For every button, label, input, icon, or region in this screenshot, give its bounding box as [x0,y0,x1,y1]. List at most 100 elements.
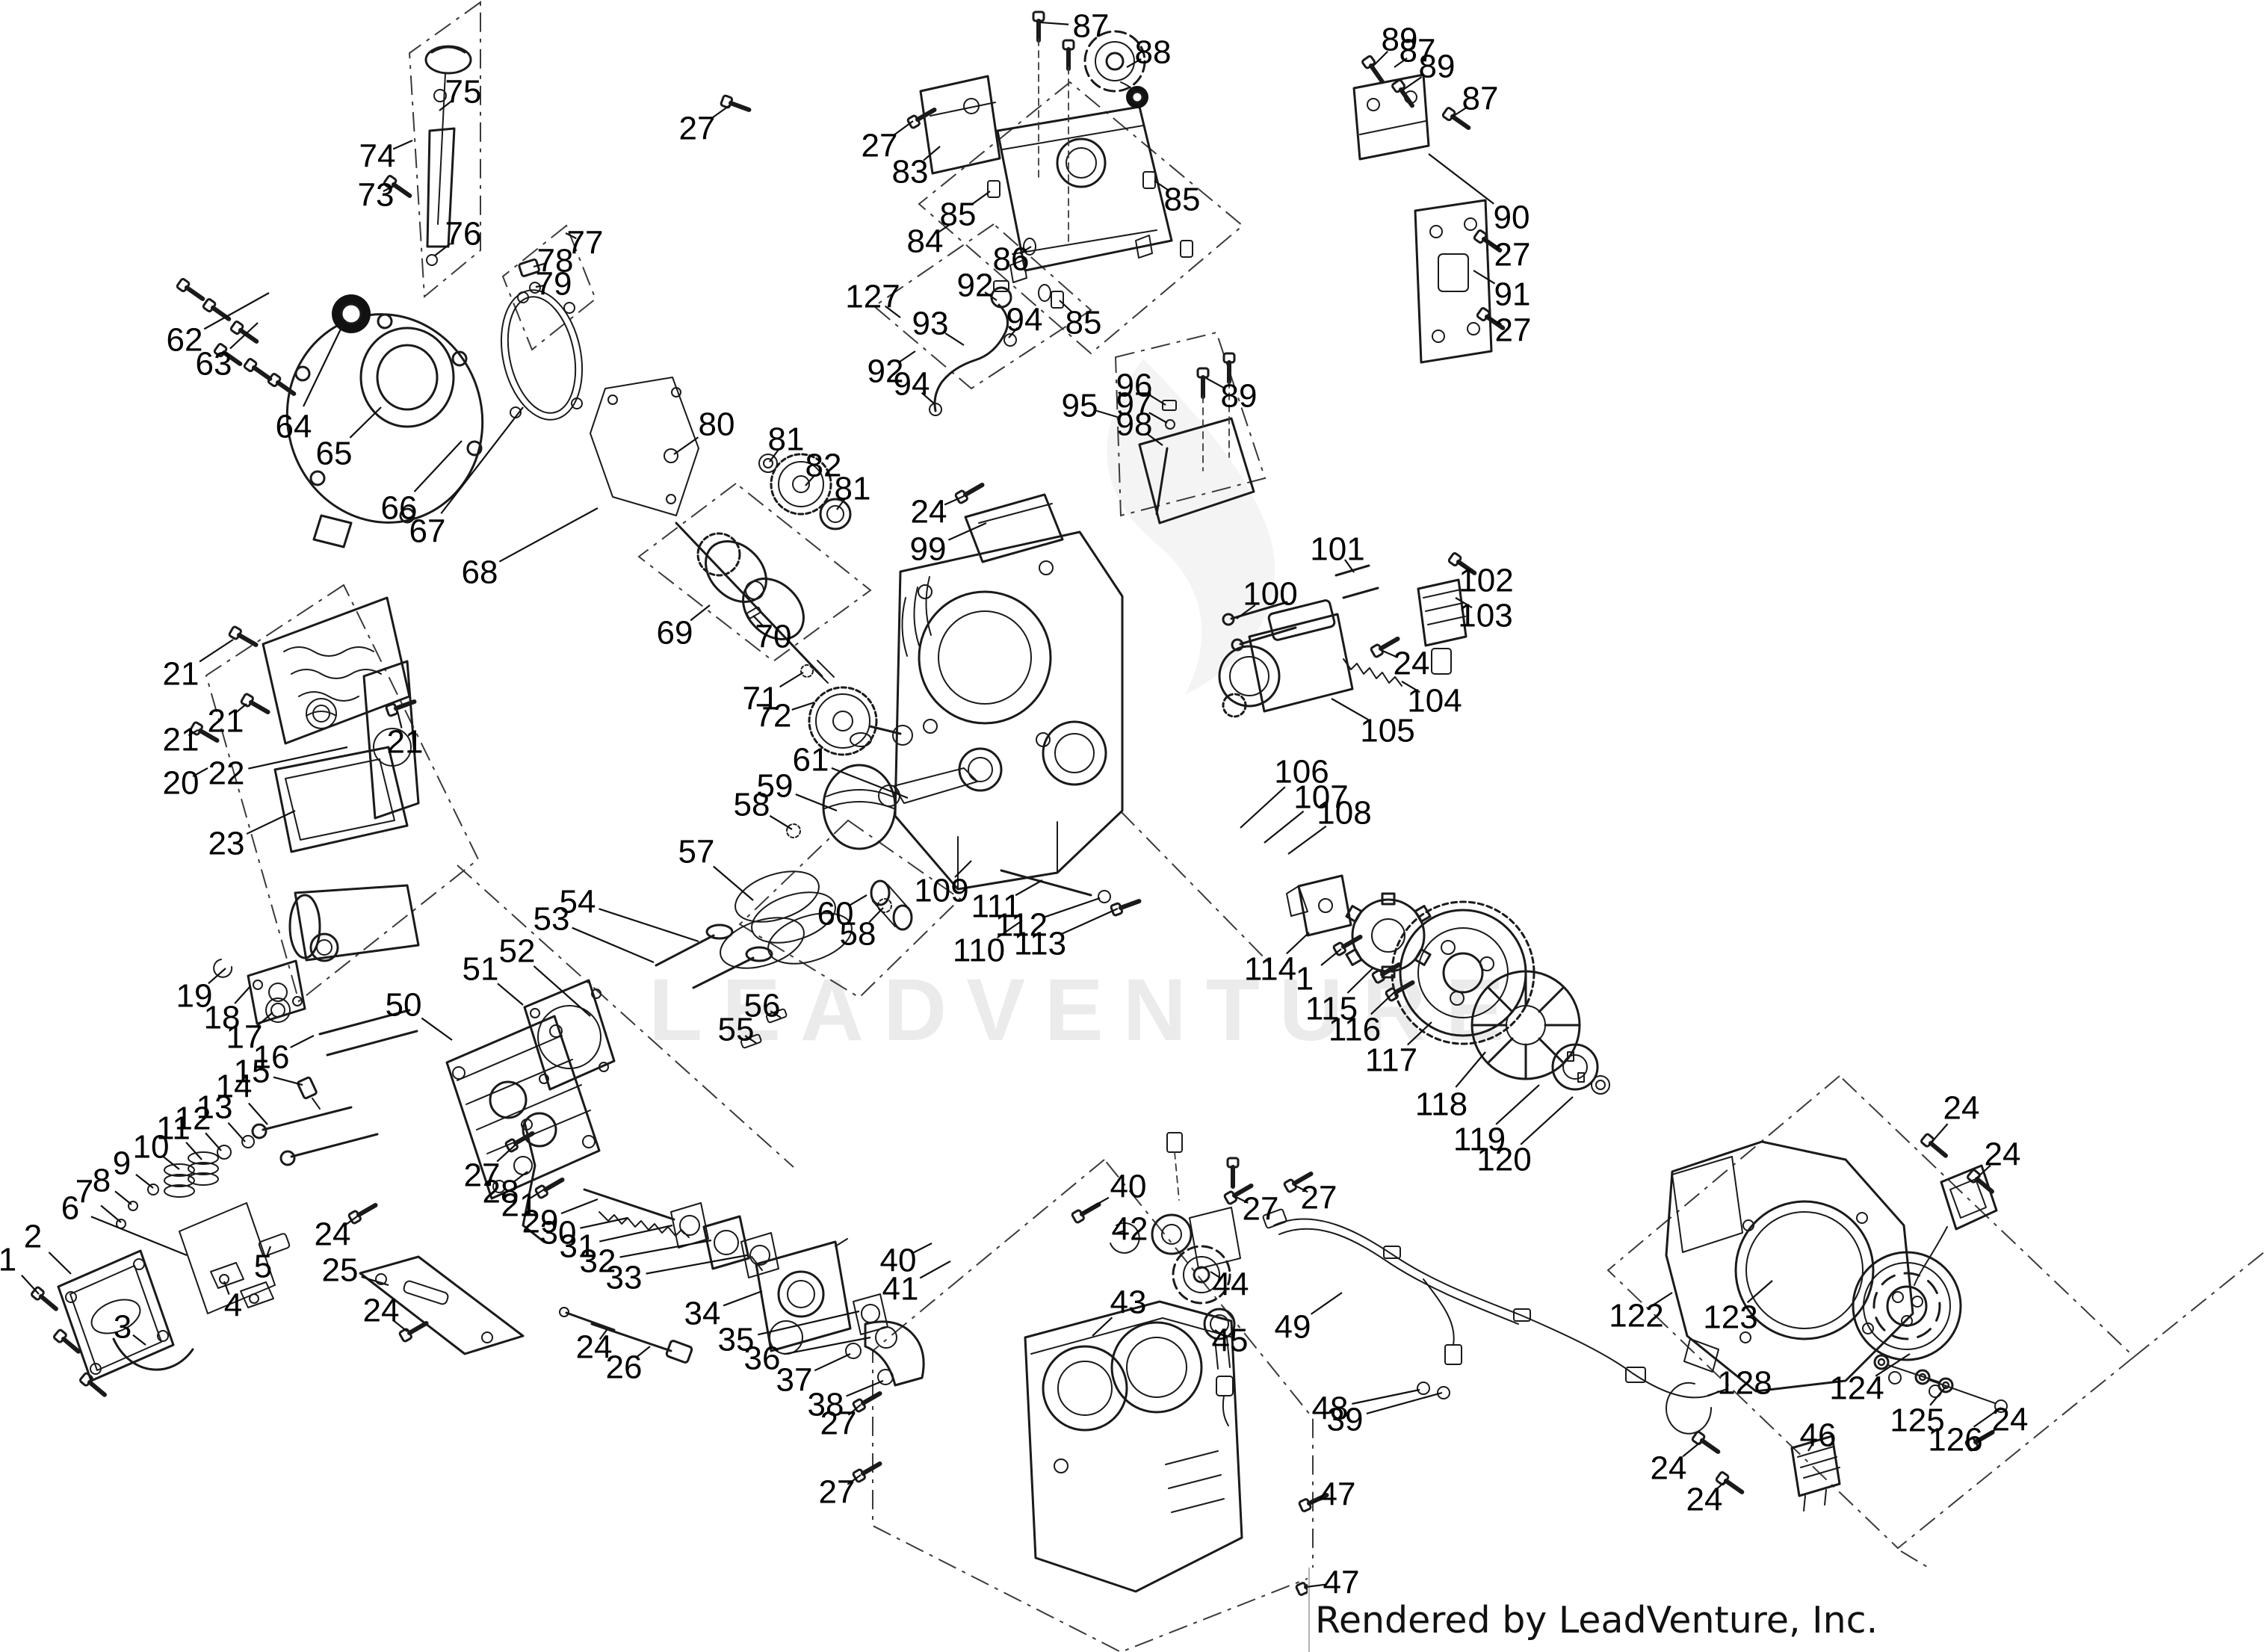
callout-5: 5 [254,1249,272,1285]
callout-128: 128 [1717,1365,1772,1402]
leader-line-111 [1015,879,1043,897]
ignition-coil-sketch [1286,874,1363,956]
callout-24: 24 [363,1293,400,1329]
callout-35: 35 [718,1322,755,1358]
leader-line-27 [496,1144,516,1163]
leader-line-120 [1520,1096,1574,1145]
leader-line-21 [530,1189,545,1199]
callout-47: 47 [1323,1565,1360,1601]
control-plate-sketch [348,1201,525,1355]
callout-98: 98 [1116,406,1153,443]
leader-line-44 [1210,1271,1222,1280]
recoil-starter-sketch [1852,1164,1998,1361]
callout-58: 58 [734,787,770,823]
governor-spring-sketch [1343,658,1402,687]
muffler-body-sketch [288,884,420,962]
callout-11: 11 [156,1110,191,1147]
fuel-line-sketch [929,280,1017,416]
leader-line-24 [343,1216,358,1228]
callout-76: 76 [445,216,482,253]
callout-85: 85 [1066,305,1102,341]
leader-line-27 [1293,1184,1308,1193]
callout-23: 23 [208,826,245,862]
leader-line-81 [769,448,779,463]
callout-10: 10 [133,1129,170,1166]
leader-line-85 [1154,180,1170,192]
leader-line-32 [619,1239,712,1258]
callout-66: 66 [381,490,418,527]
leader-line-72 [791,701,815,711]
leader-line-25 [361,1275,389,1287]
leader-line-75 [439,99,454,111]
callout-73: 73 [358,177,395,214]
box-dipstick [408,1,481,299]
leader-line-74 [392,139,413,150]
air-guide-sketch [1790,1435,1841,1512]
callout-21: 21 [208,703,244,740]
callout-85: 85 [940,197,977,233]
leader-line-56 [770,1010,782,1018]
leader-line-52 [533,965,591,1017]
callout-87: 87 [1462,81,1499,117]
side-plate-sketch [1414,199,1493,364]
callout-22: 22 [208,755,245,792]
leader-line-40 [912,1243,933,1254]
upper-bracket-bolts-sketch [720,55,1506,332]
leader-line-29 [560,1198,599,1215]
callout-107: 107 [1293,779,1348,816]
callout-119: 119 [1453,1122,1506,1158]
leader-line-103 [1455,597,1473,609]
leader-line-105 [1331,698,1369,721]
upper-bracket-sketch [1352,73,1430,161]
callout-83: 83 [892,154,929,191]
leader-line-102 [1458,563,1474,574]
callout-21: 21 [163,656,200,693]
callout-123: 123 [1703,1299,1757,1336]
callout-38: 38 [808,1387,844,1423]
leader-line-27 [847,1474,862,1485]
leader-line-24 [1976,1429,1996,1443]
leader-line-26 [635,1346,651,1359]
leader-line-27 [894,120,914,136]
leader-line-82 [805,474,817,486]
leader-line-90 [1428,153,1494,205]
leader-line-85 [1059,300,1074,314]
leader-line-12 [205,1132,222,1151]
callout-87: 87 [1400,33,1436,69]
callout-19: 19 [176,978,213,1015]
leader-line-80 [673,436,699,455]
callout-59: 59 [757,768,794,805]
leader-line-27 [711,104,732,119]
leader-line-126 [1973,1407,2002,1428]
leader-line-47 [1308,1497,1326,1505]
callout-95: 95 [1062,388,1098,424]
callout-63: 63 [196,346,232,383]
callout-32: 32 [580,1243,616,1280]
callout-72: 72 [755,698,792,734]
rocker-parts-sketch [210,1233,291,1308]
callout-81: 81 [768,421,805,458]
leader-line-123 [1746,1280,1773,1304]
callout-61: 61 [793,742,829,779]
carb-gaskets-sketch [670,1202,779,1278]
callout-112: 112 [995,907,1048,944]
rectifier-sketch [1417,552,1477,675]
fuel-valve-sketch [1203,1308,1236,1426]
callout-118: 118 [1415,1086,1467,1123]
leader-line-43 [1092,1317,1113,1337]
callout-17: 17 [226,1019,263,1056]
leader-line-41 [919,1260,951,1279]
leader-line-77 [565,232,577,240]
callout-62: 62 [167,322,203,359]
leader-line-64 [303,319,346,407]
leader-line-37 [814,1353,851,1372]
callout-53: 53 [533,901,570,938]
dipstick-sketch [424,45,472,266]
starter-cup-sketch [1284,1043,1610,1192]
callout-27: 27 [1494,237,1531,273]
leader-line-76 [434,243,451,256]
leader-line-55 [744,1035,757,1044]
callout-13: 13 [197,1089,233,1126]
callout-6: 6 [61,1190,79,1227]
callout-67: 67 [409,513,446,550]
